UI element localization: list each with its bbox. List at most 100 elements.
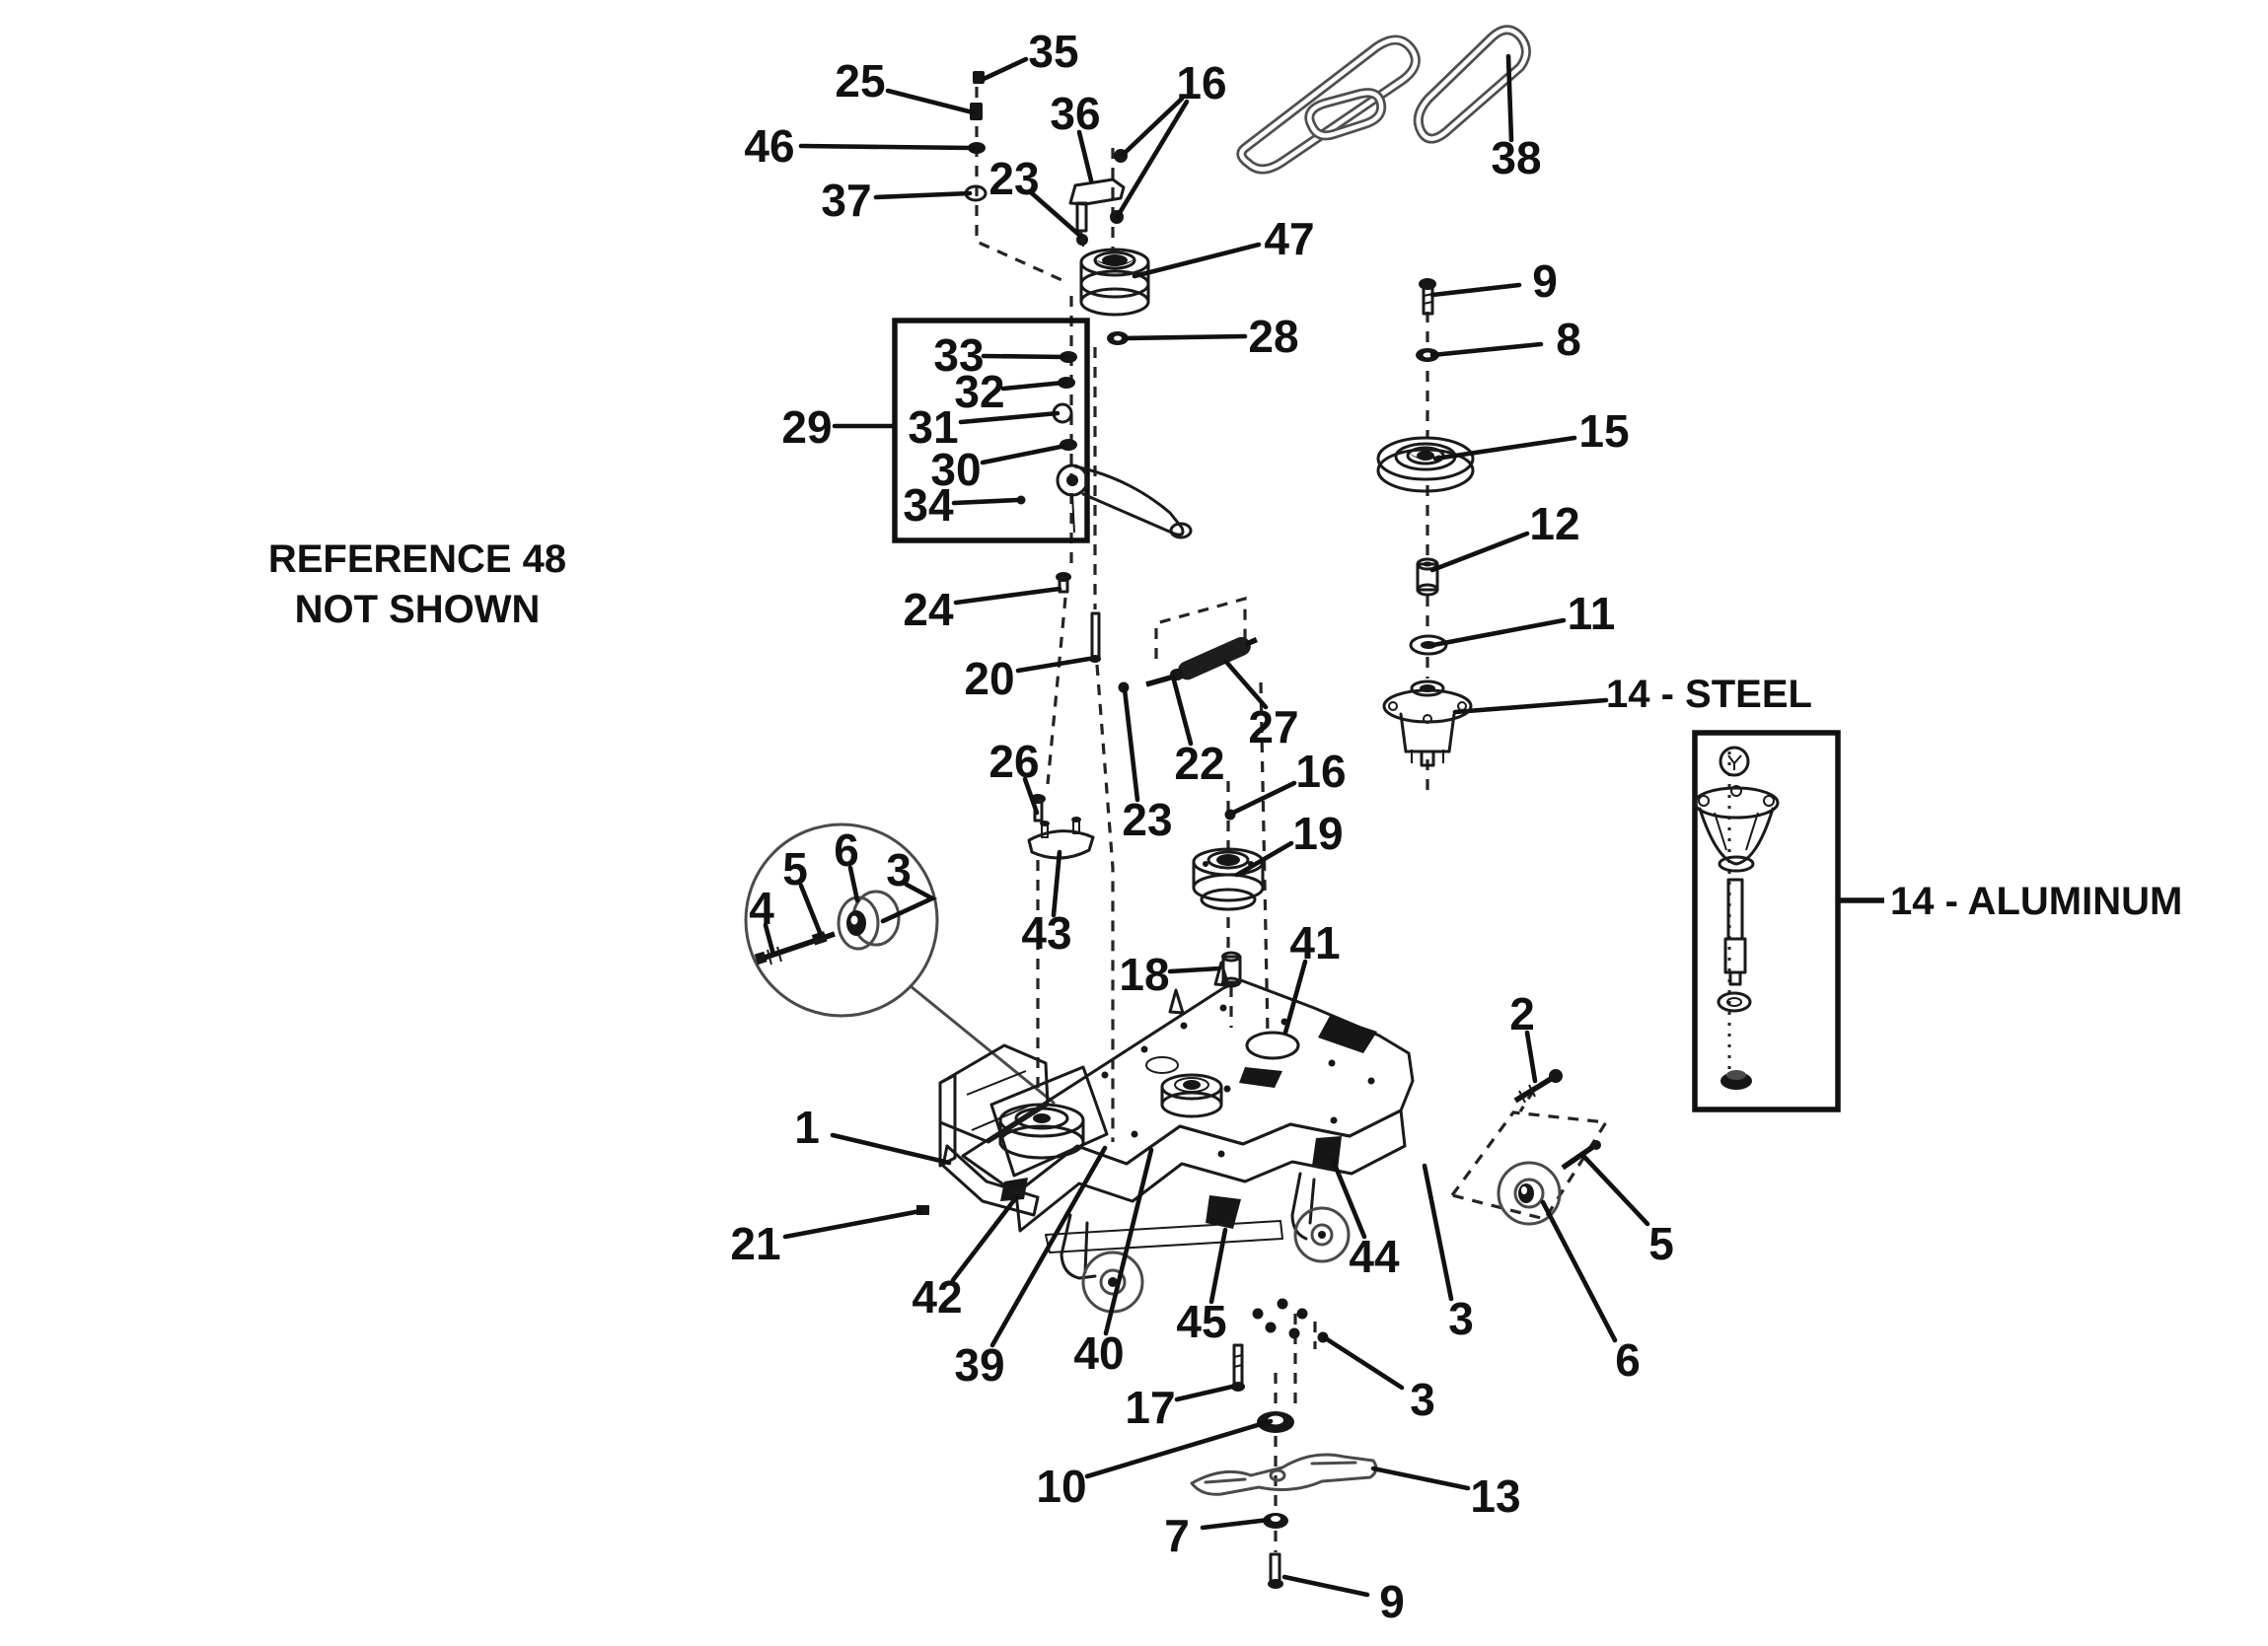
- callout-21: 21: [730, 1218, 780, 1269]
- callout-30: 30: [930, 444, 981, 495]
- deck-front-rail: [1045, 1220, 1283, 1253]
- leader-line-19: [1234, 840, 1294, 878]
- leader-line-33: [981, 353, 1068, 360]
- callout-10: 10: [1036, 1461, 1086, 1512]
- spindle-cap: [1719, 746, 1750, 777]
- leader-line-3: [880, 882, 938, 924]
- leader-line-6: [1540, 1199, 1618, 1343]
- aluminum-spindle-washer: [1717, 991, 1752, 1013]
- leader-line-17: [1174, 1384, 1235, 1402]
- callout-11: 11: [1568, 588, 1616, 639]
- callout-27: 27: [1248, 701, 1298, 752]
- nut-32: [1058, 377, 1075, 389]
- leader-line-5: [798, 883, 824, 938]
- leader-line-31: [958, 410, 1061, 425]
- leader-line-30: [980, 443, 1068, 465]
- callout-45: 45: [1176, 1296, 1226, 1347]
- pin-34: [1016, 495, 1026, 505]
- callout-34: 34: [903, 479, 954, 531]
- leader-line-9: [1429, 282, 1522, 298]
- leader-line-25: [885, 88, 976, 115]
- bolt-22: [1145, 669, 1184, 687]
- callout-43: 43: [1021, 907, 1071, 959]
- reference-note-line1: REFERENCE 48: [268, 537, 566, 581]
- pin-20: [1089, 611, 1101, 663]
- baffle-41: [1318, 1016, 1377, 1053]
- leader-line-13: [1370, 1466, 1471, 1491]
- baffle-45: [1206, 1195, 1241, 1229]
- deck-right-caster: [1290, 1172, 1351, 1263]
- leader-line-3: [1422, 1163, 1454, 1302]
- baffle-center: [1239, 1067, 1282, 1088]
- blade-13: [1190, 1453, 1378, 1496]
- drive-belt: [1236, 25, 1531, 175]
- bolt-2: [1513, 1069, 1563, 1104]
- callout-25: 25: [835, 55, 885, 107]
- leader-line-16: [1230, 780, 1297, 816]
- callout-22: 22: [1174, 738, 1224, 789]
- leader-line-24: [953, 586, 1062, 606]
- callout-18: 18: [1119, 949, 1169, 1000]
- leader-line-4: [763, 922, 776, 958]
- leader-line-39: [989, 1145, 1108, 1348]
- leader-line-15: [1432, 435, 1577, 462]
- leader-line-47: [1132, 242, 1262, 279]
- callout-9: 9: [1532, 255, 1558, 307]
- leader-line-46: [798, 143, 976, 151]
- leader-line-16: [1120, 96, 1185, 158]
- callout-40: 40: [1073, 1327, 1124, 1379]
- spring-27: [1172, 636, 1258, 680]
- leader-line-32: [1000, 380, 1066, 392]
- leader-line-35: [981, 56, 1029, 82]
- deck-fin-mid: [1168, 988, 1185, 1015]
- callout-12: 12: [1529, 498, 1579, 549]
- leader-line-1: [830, 1132, 952, 1166]
- leader-line-28: [1123, 333, 1248, 341]
- bolt-35: [973, 71, 985, 84]
- leader-line-26: [1022, 776, 1040, 816]
- leader-line-21: [782, 1208, 923, 1240]
- callout-19: 19: [1292, 808, 1343, 859]
- callout-4: 4: [749, 883, 774, 934]
- callout-13: 13: [1470, 1470, 1520, 1522]
- callout-23: 23: [1122, 794, 1172, 845]
- idler-pulley-47: [1079, 248, 1150, 317]
- magnifier-detail: [744, 823, 1056, 1105]
- leader-line-23: [1029, 190, 1084, 240]
- callout-15: 15: [1578, 405, 1629, 457]
- bolt-21-part: [916, 1205, 929, 1215]
- callout-20: 20: [964, 653, 1014, 704]
- anti-scalp-wheel-6: [1497, 1161, 1562, 1226]
- callout-3: 3: [886, 844, 912, 895]
- callout-24: 24: [903, 584, 954, 635]
- leader-line-41: [1282, 959, 1308, 1036]
- callout-29: 29: [781, 401, 832, 453]
- leader-line-36: [1076, 129, 1094, 183]
- washer-8: [1416, 348, 1439, 362]
- bolt-33: [1060, 351, 1077, 363]
- aluminum-spindle-nut: [1720, 1070, 1752, 1090]
- bracket-43: [1027, 817, 1095, 860]
- leader-line-12: [1429, 531, 1530, 573]
- callout-6: 6: [1615, 1334, 1641, 1386]
- deck-fin-rear: [1213, 961, 1230, 987]
- spacer-12: [1416, 557, 1439, 597]
- leader-line-11: [1430, 617, 1567, 648]
- bolt-9-bottom: [1268, 1552, 1283, 1589]
- callout-37: 37: [821, 175, 871, 226]
- callout-1: 1: [794, 1102, 820, 1153]
- aluminum-spindle-box: [1692, 730, 1841, 1112]
- callout-39: 39: [954, 1339, 1004, 1391]
- axle-bolt-5: [1561, 1140, 1601, 1171]
- leader-line-37: [873, 190, 973, 200]
- reference-note-line2: NOT SHOWN: [295, 588, 541, 631]
- callout-31: 31: [908, 401, 958, 453]
- idler-arm: [1056, 464, 1193, 539]
- deck-bolt-dots: [1101, 1004, 1375, 1158]
- leader-line-10: [1084, 1418, 1274, 1479]
- callout-23: 23: [988, 153, 1039, 204]
- leader-line-22: [1170, 674, 1194, 747]
- deck-left-bracket: [916, 1043, 1050, 1217]
